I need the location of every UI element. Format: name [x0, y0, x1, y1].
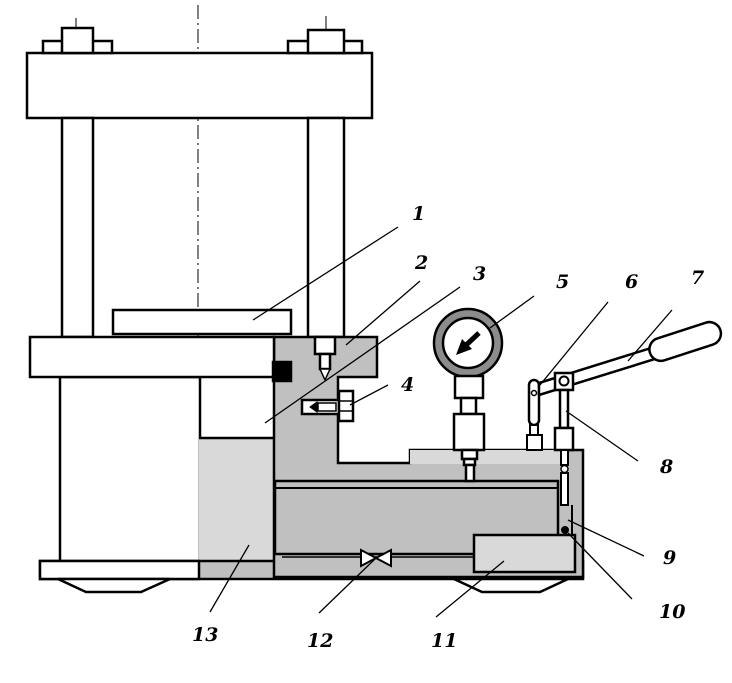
leader-5: [489, 295, 535, 329]
left-guide-column: [60, 116, 95, 339]
pump-check-ball: [561, 526, 569, 534]
leader-13: [209, 544, 250, 613]
callout-labels: 1 2 3 4 5 6 7 8 9 10 11 12 13: [192, 203, 704, 652]
right-guide-column: [306, 116, 346, 339]
left-nut: [41, 26, 114, 55]
pressure-gauge: [432, 307, 504, 483]
callout-13: 13: [192, 624, 218, 646]
leader-11: [435, 560, 505, 618]
callout-11: 11: [431, 630, 457, 652]
leader-10: [567, 532, 633, 600]
callout-1: 1: [412, 203, 425, 225]
cylinder-fluid: [199, 438, 275, 562]
leader-8: [565, 410, 639, 462]
callout-10: 10: [659, 601, 685, 623]
hand-pump: [526, 320, 723, 535]
pump-cylinder: [553, 426, 575, 452]
leader-9: [567, 519, 645, 557]
callout-4: 4: [401, 374, 414, 396]
leader-2: [345, 280, 421, 346]
gauge-stem: [452, 374, 486, 483]
callout-7: 7: [691, 267, 704, 289]
leader-1: [252, 226, 399, 321]
gauge-needle-tip: [456, 339, 472, 355]
callout-9: 9: [663, 547, 676, 569]
callout-5: 5: [556, 271, 569, 293]
release-block: [472, 533, 577, 574]
right-nut: [286, 28, 364, 55]
guide-columns: [60, 116, 346, 339]
callout-6: 6: [625, 271, 638, 293]
pump-plunger: [558, 388, 570, 430]
stop-valve: [360, 548, 392, 568]
callout-3: 3: [473, 263, 486, 285]
leader-7: [627, 309, 673, 362]
leader-3: [264, 286, 461, 424]
check-valve: [300, 389, 355, 423]
callout-2: 2: [414, 252, 428, 274]
top-crossbeam: [25, 26, 374, 120]
lever-handle: [648, 320, 723, 363]
leader-12: [318, 557, 377, 614]
callout-12: 12: [307, 630, 333, 652]
relief-valve: [313, 335, 337, 382]
leader-lines: [209, 226, 673, 618]
platen: [111, 308, 293, 336]
leader-4: [349, 384, 389, 406]
seal-block: [271, 360, 293, 383]
middle-crossbeam: [28, 335, 293, 383]
cylinder-body: [58, 375, 275, 564]
callout-8: 8: [659, 456, 673, 478]
pump-link: [527, 378, 541, 427]
leader-6: [539, 301, 609, 386]
